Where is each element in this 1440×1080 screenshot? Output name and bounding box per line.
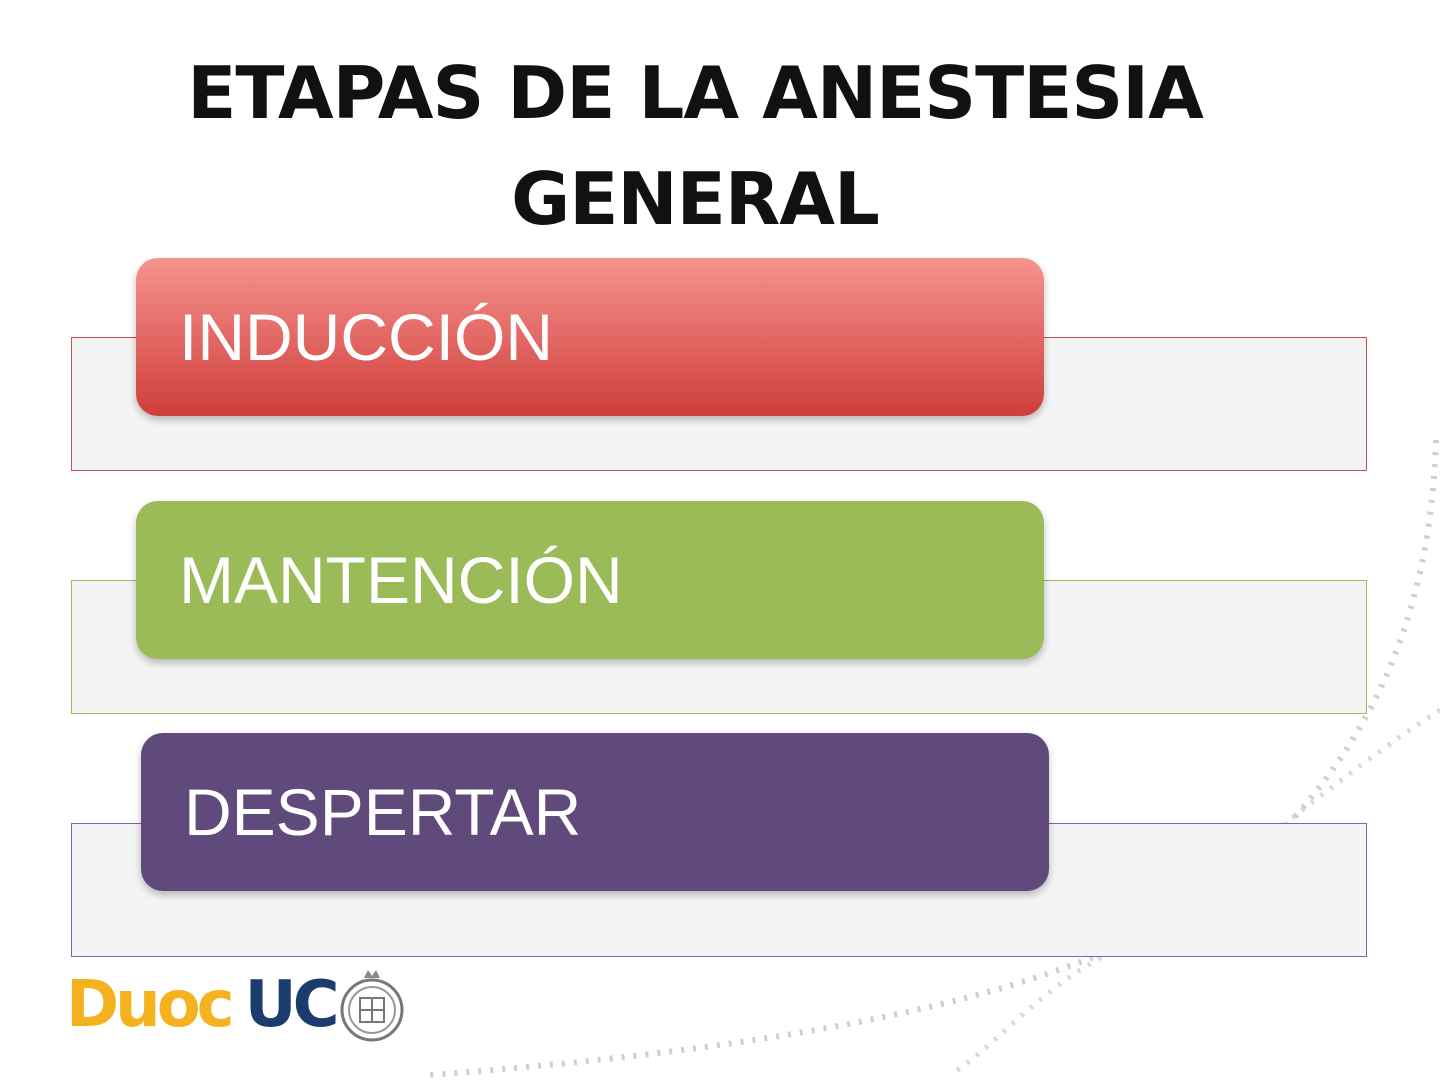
stage-label-text: MANTENCIÓN (179, 543, 623, 617)
stage-label-mantencion: MANTENCIÓN (136, 501, 1044, 659)
page-title: ETAPAS DE LA ANESTESIA GENERAL (0, 40, 1390, 252)
title-line-2: GENERAL (511, 157, 880, 241)
stage-label-text: DESPERTAR (184, 775, 582, 849)
logo-brand-uc: UC (244, 968, 340, 1042)
logo-brand-duoc: Duoc (66, 968, 235, 1042)
duoc-uc-logo: Duoc UC (66, 960, 406, 1050)
university-seal-icon (340, 970, 404, 1042)
stage-label-text: INDUCCIÓN (179, 300, 553, 374)
title-line-1: ETAPAS DE LA ANESTESIA (187, 51, 1204, 135)
stage-label-despertar: DESPERTAR (141, 733, 1049, 891)
stage-label-induccion: INDUCCIÓN (136, 258, 1044, 416)
